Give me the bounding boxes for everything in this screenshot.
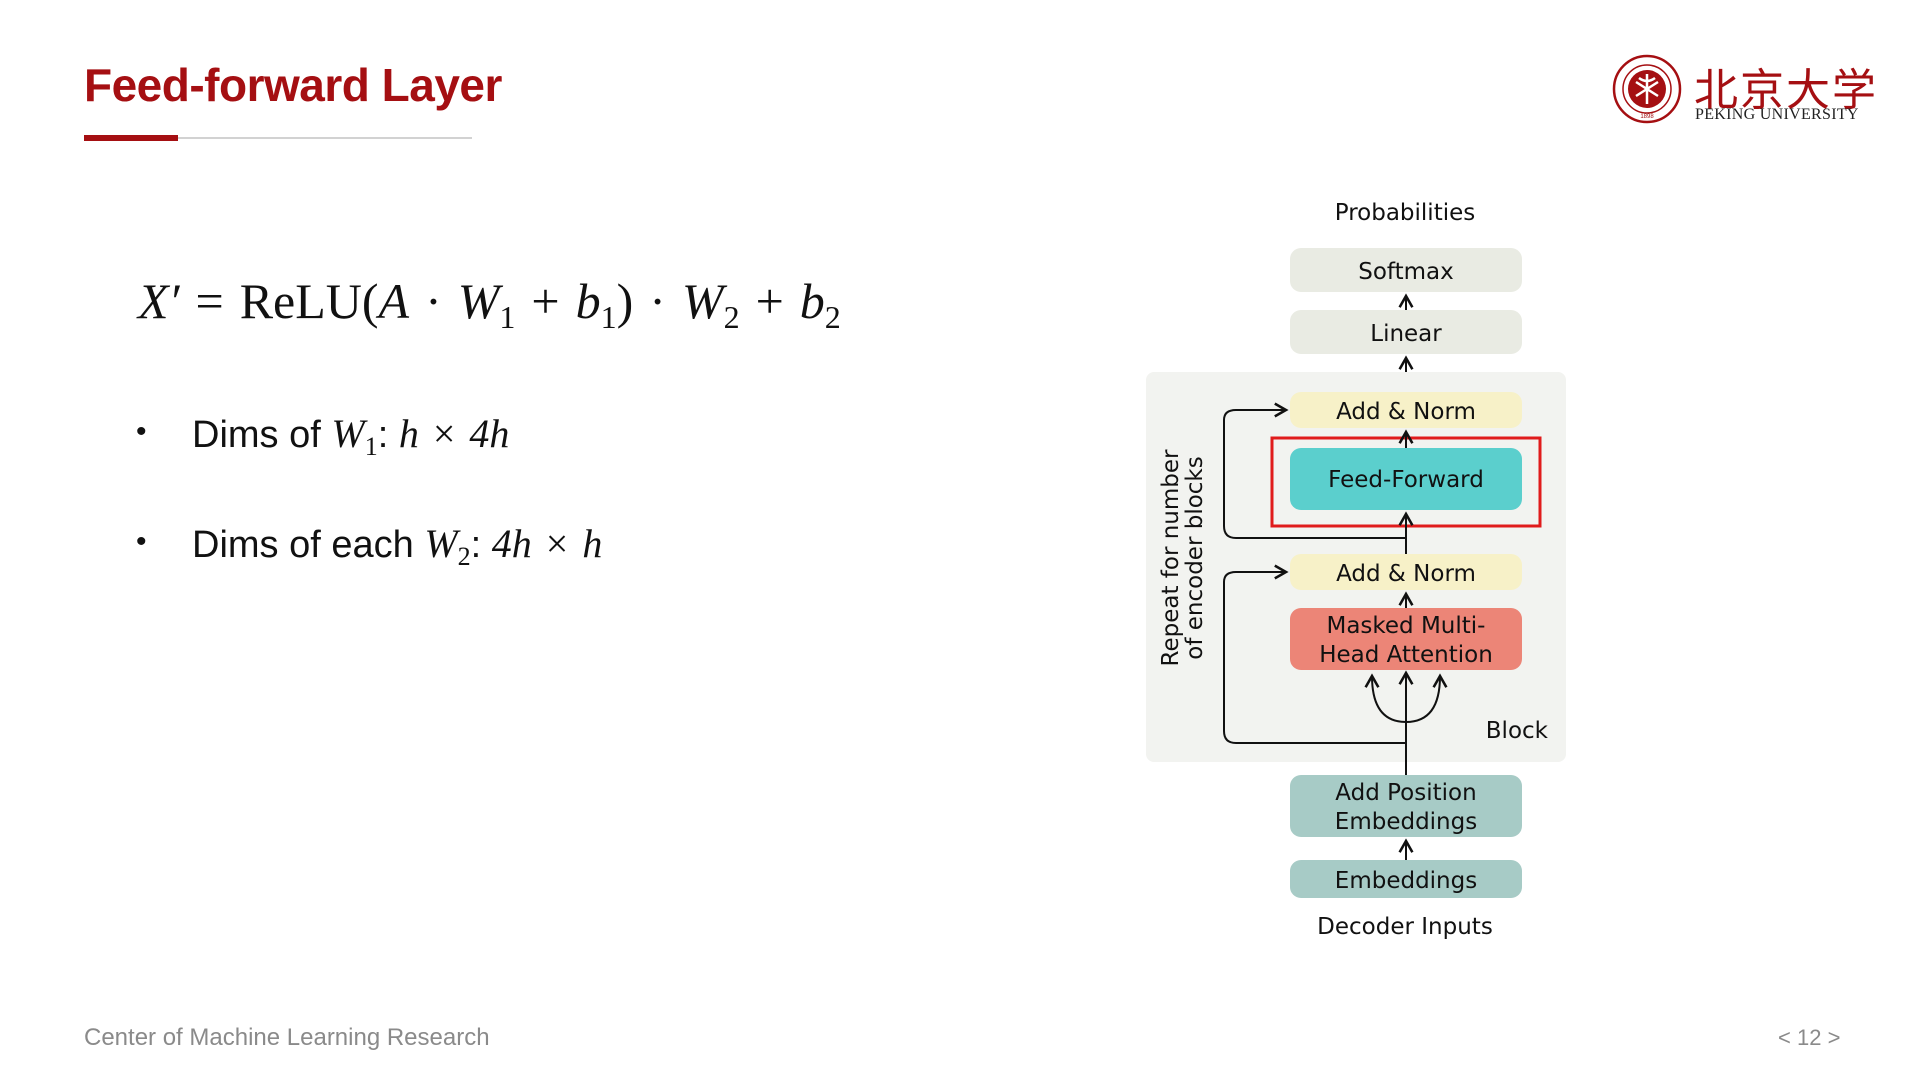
eq-a: A	[378, 273, 410, 329]
repeat-label-line2: of encoder blocks	[1182, 456, 1208, 659]
position-embeddings-box	[1290, 775, 1522, 837]
ffn-equation: X′=ReLU(A·W1+b1)·W2+b2	[138, 272, 841, 336]
eq-w2: W	[681, 273, 724, 329]
eq-w1: W	[457, 273, 500, 329]
eq-b2-sub: 2	[824, 299, 841, 335]
eq-plus1: +	[531, 273, 560, 329]
add-norm-top-box	[1290, 392, 1522, 428]
eq-plus2: +	[755, 273, 784, 329]
embeddings-box	[1290, 860, 1522, 898]
block-label: Block	[1486, 718, 1549, 744]
feed-forward-box	[1290, 448, 1522, 510]
eq-equals: =	[195, 273, 224, 329]
bullet-colon: :	[377, 414, 389, 456]
add-norm-bottom-label: Add & Norm	[1336, 561, 1476, 587]
eq-b2: b	[799, 273, 825, 329]
eq-func: ReLU(	[239, 273, 379, 329]
eq-w1-sub: 1	[499, 299, 516, 335]
embeddings-label: Embeddings	[1335, 868, 1477, 894]
softmax-label: Softmax	[1358, 259, 1454, 285]
eq-w2-sub: 2	[723, 299, 740, 335]
position-embeddings-label-line2: Embeddings	[1335, 809, 1477, 835]
slide-title: Feed-forward Layer	[84, 59, 502, 111]
page-next: >	[1827, 1025, 1841, 1050]
add-norm-bottom-box	[1290, 554, 1522, 590]
eq-b1-sub: 1	[600, 299, 617, 335]
bullet-item: Dims of each W2: 4h × h	[136, 520, 602, 572]
logo-chinese-name: 北京大学	[1694, 65, 1878, 116]
title-underline-accent	[84, 135, 178, 141]
bullet-item: Dims of W1: h × 4h	[136, 410, 602, 462]
page-prev: <	[1778, 1025, 1791, 1050]
footer-organization: Center of Machine Learning Research	[84, 1024, 490, 1051]
title-underline	[84, 137, 472, 139]
linear-label: Linear	[1370, 321, 1442, 347]
bullet-var-sub: 1	[364, 432, 378, 461]
bullet-text: Dims of each	[192, 524, 425, 566]
bullet-dim1: 4h	[491, 521, 532, 566]
bullet-dim1: h	[398, 411, 419, 456]
bullet-dim2: 4h	[469, 411, 510, 456]
bullet-var: W	[331, 411, 365, 456]
masked-attention-label-line1: Masked Multi-	[1326, 613, 1485, 639]
masked-attention-label-line2: Head Attention	[1319, 642, 1493, 668]
logo-english-name: PEKING UNIVERSITY	[1695, 106, 1859, 123]
eq-b1: b	[575, 273, 601, 329]
softmax-box	[1290, 248, 1522, 292]
bullet-dim2: h	[582, 521, 603, 566]
masked-attention-box	[1290, 608, 1522, 670]
probabilities-label: Probabilities	[1335, 200, 1476, 226]
bullet-times: ×	[432, 411, 456, 456]
seal-year: 1898	[1640, 114, 1654, 120]
bullet-colon: :	[470, 524, 482, 566]
decoder-architecture-diagram: Probabilities Softmax Linear Add & Norm …	[1146, 200, 1566, 940]
diagram-arrows	[1223, 293, 1448, 860]
bullet-var: W	[424, 521, 458, 566]
peking-university-logo: 1898 北京大学 PEKING UNIVERSITY	[1612, 50, 1876, 126]
bullet-list: Dims of W1: h×4h Dims of each W2: 4h×h	[136, 410, 602, 630]
eq-dot1: ·	[425, 273, 442, 329]
university-seal-icon: 1898	[1612, 54, 1682, 124]
decoder-inputs-label: Decoder Inputs	[1317, 914, 1493, 940]
bullet-var-sub: 2	[457, 542, 471, 571]
bullet-text: Dims of	[192, 414, 332, 456]
feed-forward-label: Feed-Forward	[1328, 467, 1484, 493]
page-number: 12	[1796, 1025, 1822, 1050]
eq-dot2: ·	[649, 273, 666, 329]
eq-lhs: X′	[138, 273, 180, 329]
add-norm-top-label: Add & Norm	[1336, 399, 1476, 425]
page-indicator: < 12 >	[1778, 1025, 1840, 1051]
position-embeddings-label-line1: Add Position	[1335, 780, 1476, 806]
bullet-times: ×	[545, 521, 569, 566]
repeat-label-line1: Repeat for number	[1158, 449, 1184, 667]
eq-close: )	[616, 273, 634, 329]
linear-box	[1290, 310, 1522, 354]
